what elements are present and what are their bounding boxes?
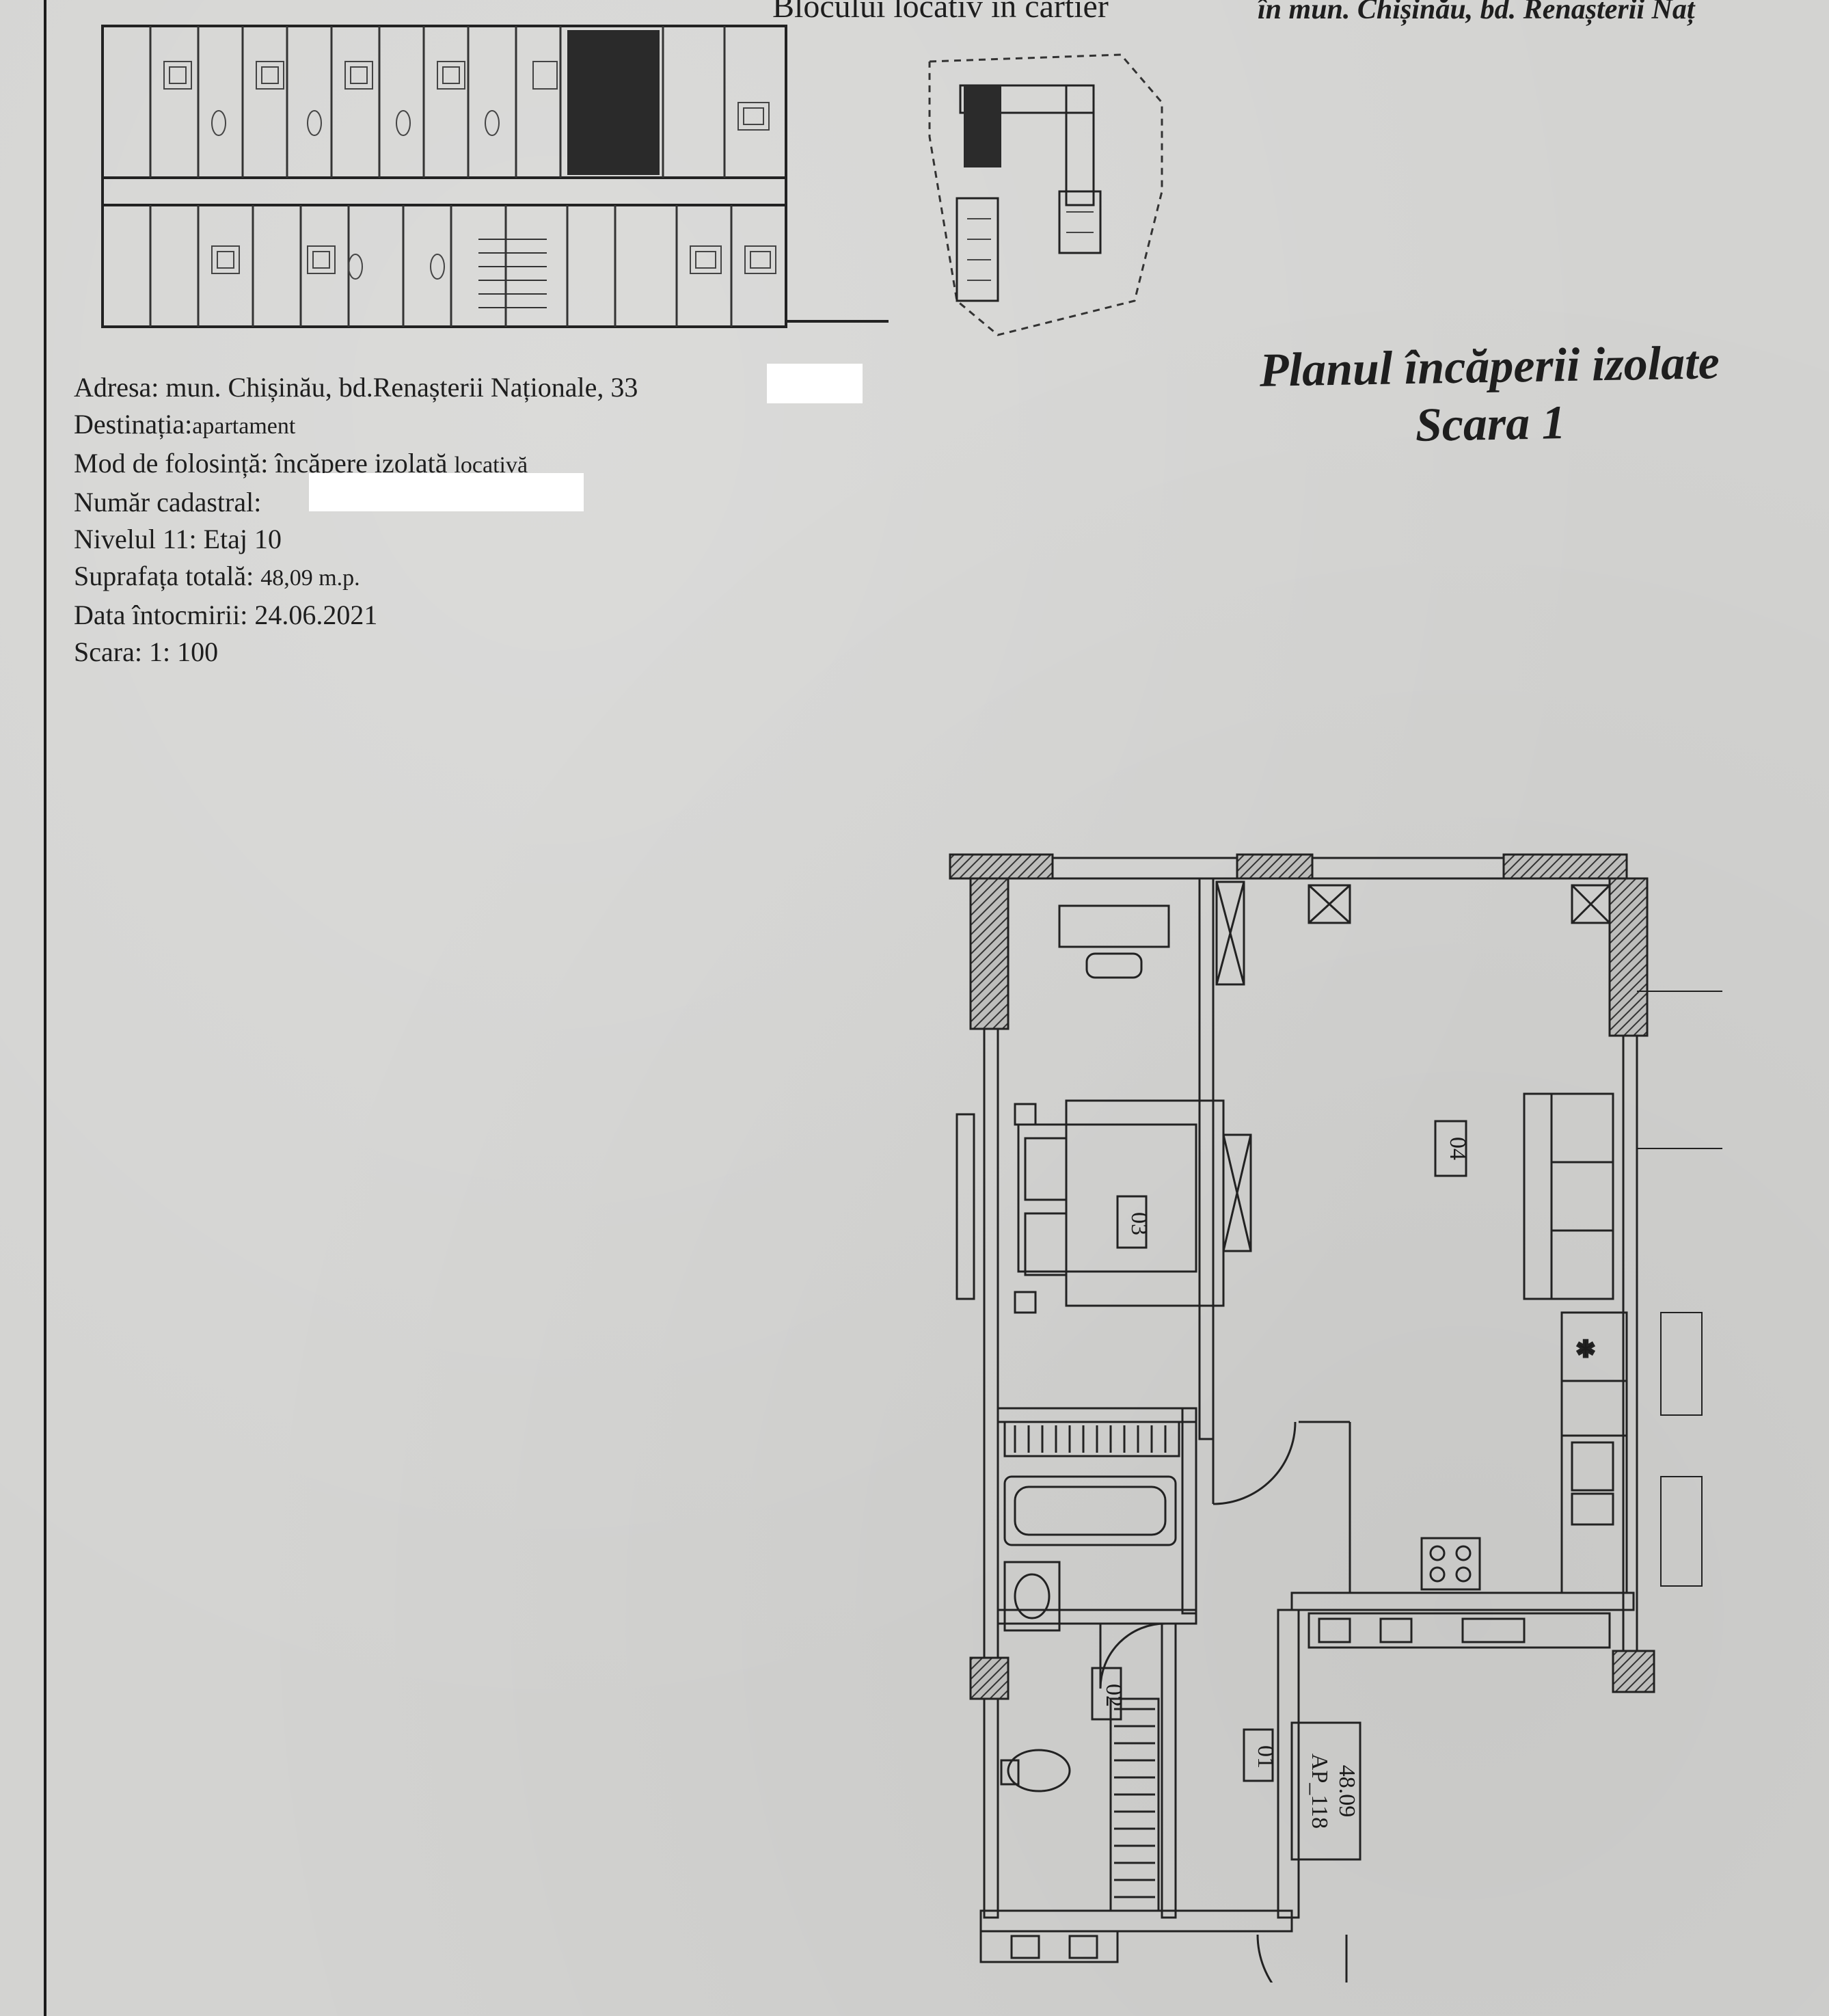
apartment-area-label: 48.09 [1334,1765,1359,1818]
living-kitchen-furniture: ✱ [1299,1092,1628,1594]
address-label: Adresa: [74,372,159,403]
scale-value: 1: 100 [148,636,219,667]
wall-top-left [949,853,1054,880]
bathroom-fixtures [1000,1475,1177,1792]
cadastral-label: Număr cadastral: [74,487,262,518]
date-label: Data întocmirii: [74,600,248,630]
room-label-02: 02 [1101,1684,1126,1707]
margin-line [44,0,46,2016]
header-left-fragment: Blocului locativ în cartier [772,0,1109,25]
apartment-floor-plan: ✱ 03 04 02 01 AP_118 48.09 [949,853,1722,1983]
address-value: mun. Chișinău, bd.Renașterii Naționale, … [165,372,638,403]
wall-right [1622,1034,1638,1652]
destination-row: Destinația:apartament [74,406,894,445]
wall-bottom [979,1909,1293,1933]
window-bedroom [1051,857,1238,880]
date-row: Data întocmirii: 24.06.2021 [74,597,894,634]
redacted-cadastral-number [309,473,584,511]
date-value: 24.06.2021 [254,600,378,630]
level-label: Nivelul 11: Etaj 10 [74,524,282,554]
area-label: Suprafața totală: [74,561,254,591]
wall-right-upper [1608,877,1649,1037]
plan-title-line: Planul încăperii izolate [1259,336,1720,397]
wall-top-mid [1236,853,1314,880]
address-row: Adresa: mun. Chișinău, bd.Renașterii Naț… [74,369,894,406]
level-row: Nivelul 11: Etaj 10 [74,521,894,558]
plan-title: Planul încăperii izolate Scara 1 [1209,334,1772,458]
apartment-id-label: AP_118 [1307,1753,1332,1829]
wall-top-right [1502,853,1628,880]
usage-label: Mod de folosință: [74,448,269,479]
info-block: Adresa: mun. Chișinău, bd.Renașterii Naț… [74,369,894,671]
header-right-fragment: în mun. Chișinău, bd. Renașterii Naț [1258,0,1695,25]
wall-kitchen-bottom [1290,1591,1635,1611]
cadastral-row: Număr cadastral: [74,484,894,521]
area-row: Suprafața totală: 48,09 m.p. [74,558,894,597]
plan-scale-line: Scara 1 [1415,397,1567,452]
wall-left [983,1027,999,1659]
destination-value: apartament [192,414,296,439]
scale-label: Scara: [74,636,142,667]
room-label-01: 01 [1253,1745,1278,1769]
redacted-address-block [767,364,863,403]
site-plan [928,53,1163,336]
room-label-04: 04 [1445,1137,1470,1160]
wall-bedroom-living [1198,877,1215,1440]
svg-text:✱: ✱ [1576,1337,1596,1362]
building-floor-keyplan [101,25,889,328]
room-label-03: 03 [1126,1212,1152,1235]
destination-label: Destinația: [74,409,193,440]
wall-left-upper [969,877,1010,1030]
scale-row: Scara: 1: 100 [74,634,894,671]
window-living [1311,857,1505,880]
area-value: 48,09 m.p. [260,565,360,591]
bedroom-furniture [956,904,1225,1314]
